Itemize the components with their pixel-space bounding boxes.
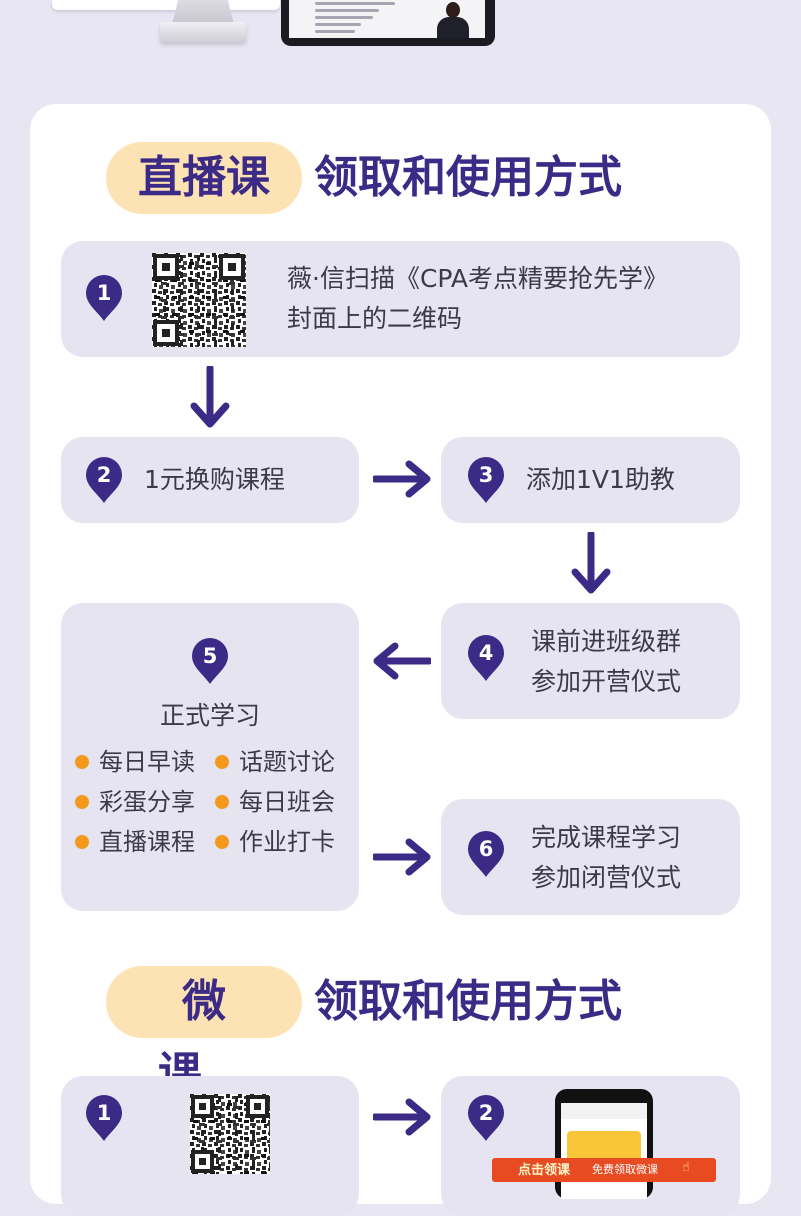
micro-section-title: 微课 领取和使用方式 bbox=[106, 966, 676, 1099]
step-5-pin-icon: 5 bbox=[190, 637, 230, 685]
section-heading: 领取和使用方式 bbox=[314, 976, 622, 1027]
monitor-stand-base bbox=[160, 22, 246, 42]
pointing-hand-icon: ☝ bbox=[682, 1160, 690, 1175]
micro-step-2-pin-icon: 2 bbox=[466, 1094, 506, 1142]
activity-item: 作业打卡 bbox=[215, 822, 335, 862]
activity-label: 直播课程 bbox=[99, 828, 195, 856]
step-6-text-line1: 完成课程学习 bbox=[531, 823, 682, 852]
step-number: 1 bbox=[96, 281, 112, 305]
section-pill bbox=[106, 142, 302, 214]
activity-item: 每日早读 bbox=[75, 742, 195, 782]
tablet-text-line bbox=[315, 23, 361, 26]
bullet-dot-icon bbox=[215, 835, 229, 849]
step-1-text-line1: 薇·信扫描《CPA考点精要抢先学》 bbox=[287, 264, 668, 293]
micro-step-1-pin-icon: 1 bbox=[84, 1094, 124, 1142]
tablet-text-line bbox=[315, 16, 373, 19]
qr-code-icon bbox=[190, 1094, 270, 1174]
arrow-right-icon bbox=[371, 1098, 431, 1140]
pill-label: 微课 bbox=[158, 976, 274, 1099]
phone-status-bar bbox=[561, 1103, 647, 1119]
phone-screen bbox=[561, 1103, 647, 1199]
section-heading: 领取和使用方式 bbox=[314, 152, 622, 203]
step-1-text-line2: 封面上的二维码 bbox=[287, 304, 463, 333]
step-3-text: 添加1V1助教 bbox=[526, 465, 675, 494]
step-5-heading: 正式学习 bbox=[159, 701, 260, 730]
activity-item: 直播课程 bbox=[75, 822, 195, 862]
monitor-stand bbox=[172, 0, 234, 24]
step-number: 4 bbox=[478, 641, 494, 665]
live-section-title: 直播课 领取和使用方式 bbox=[106, 142, 676, 214]
activity-label: 彩蛋分享 bbox=[99, 788, 195, 816]
banner-subtitle: 免费领取微课 bbox=[592, 1163, 658, 1176]
activity-item: 每日班会 bbox=[215, 782, 335, 822]
presenter-image bbox=[434, 0, 472, 38]
bullet-dot-icon bbox=[215, 755, 229, 769]
tablet-text-line bbox=[315, 2, 395, 5]
step-2-text: 1元换购课程 bbox=[144, 465, 285, 494]
bullet-dot-icon bbox=[215, 795, 229, 809]
step-6-text-line2: 参加闭营仪式 bbox=[531, 863, 682, 892]
step-4-pin-icon: 4 bbox=[466, 634, 506, 682]
step-6-pin-icon: 6 bbox=[466, 830, 506, 878]
arrow-right-icon bbox=[371, 838, 431, 880]
bullet-dot-icon bbox=[75, 835, 89, 849]
arrow-down-icon bbox=[571, 530, 611, 598]
tablet-illustration bbox=[281, 0, 495, 46]
monitor-illustration bbox=[52, 0, 280, 10]
qr-code-icon bbox=[152, 253, 246, 347]
step-number: 6 bbox=[478, 837, 494, 861]
bullet-dot-icon bbox=[75, 755, 89, 769]
step-1-pin-icon: 1 bbox=[84, 274, 124, 322]
step-number: 2 bbox=[96, 463, 112, 487]
activity-label: 每日早读 bbox=[99, 748, 195, 776]
bullet-dot-icon bbox=[75, 795, 89, 809]
activity-item: 话题讨论 bbox=[215, 742, 335, 782]
pill-label: 直播课 bbox=[138, 152, 270, 203]
arrow-left-icon bbox=[373, 642, 433, 684]
tablet-screen bbox=[289, 0, 485, 38]
banner-cta-label: 点击领课 bbox=[518, 1163, 571, 1178]
step-number: 2 bbox=[478, 1101, 494, 1125]
arrow-down-icon bbox=[190, 364, 230, 432]
claim-course-banner[interactable]: 点击领课 免费领取微课 ☝ bbox=[492, 1158, 716, 1182]
step-number: 1 bbox=[96, 1101, 112, 1125]
activity-label: 作业打卡 bbox=[239, 828, 335, 856]
step-2-pin-icon: 2 bbox=[84, 456, 124, 504]
activity-label: 话题讨论 bbox=[239, 748, 335, 776]
step-4-text-line2: 参加开营仪式 bbox=[531, 667, 682, 696]
step-4-text-line1: 课前进班级群 bbox=[531, 627, 682, 656]
phone-icon bbox=[555, 1089, 653, 1199]
arrow-right-icon bbox=[371, 460, 431, 502]
step-3-pin-icon: 3 bbox=[466, 456, 506, 504]
tablet-text-line bbox=[315, 9, 379, 12]
section-pill bbox=[106, 966, 302, 1038]
step-number: 3 bbox=[478, 463, 494, 487]
activity-item: 彩蛋分享 bbox=[75, 782, 195, 822]
activity-label: 每日班会 bbox=[239, 788, 335, 816]
tablet-text-line bbox=[315, 30, 355, 33]
step-number: 5 bbox=[202, 644, 218, 668]
